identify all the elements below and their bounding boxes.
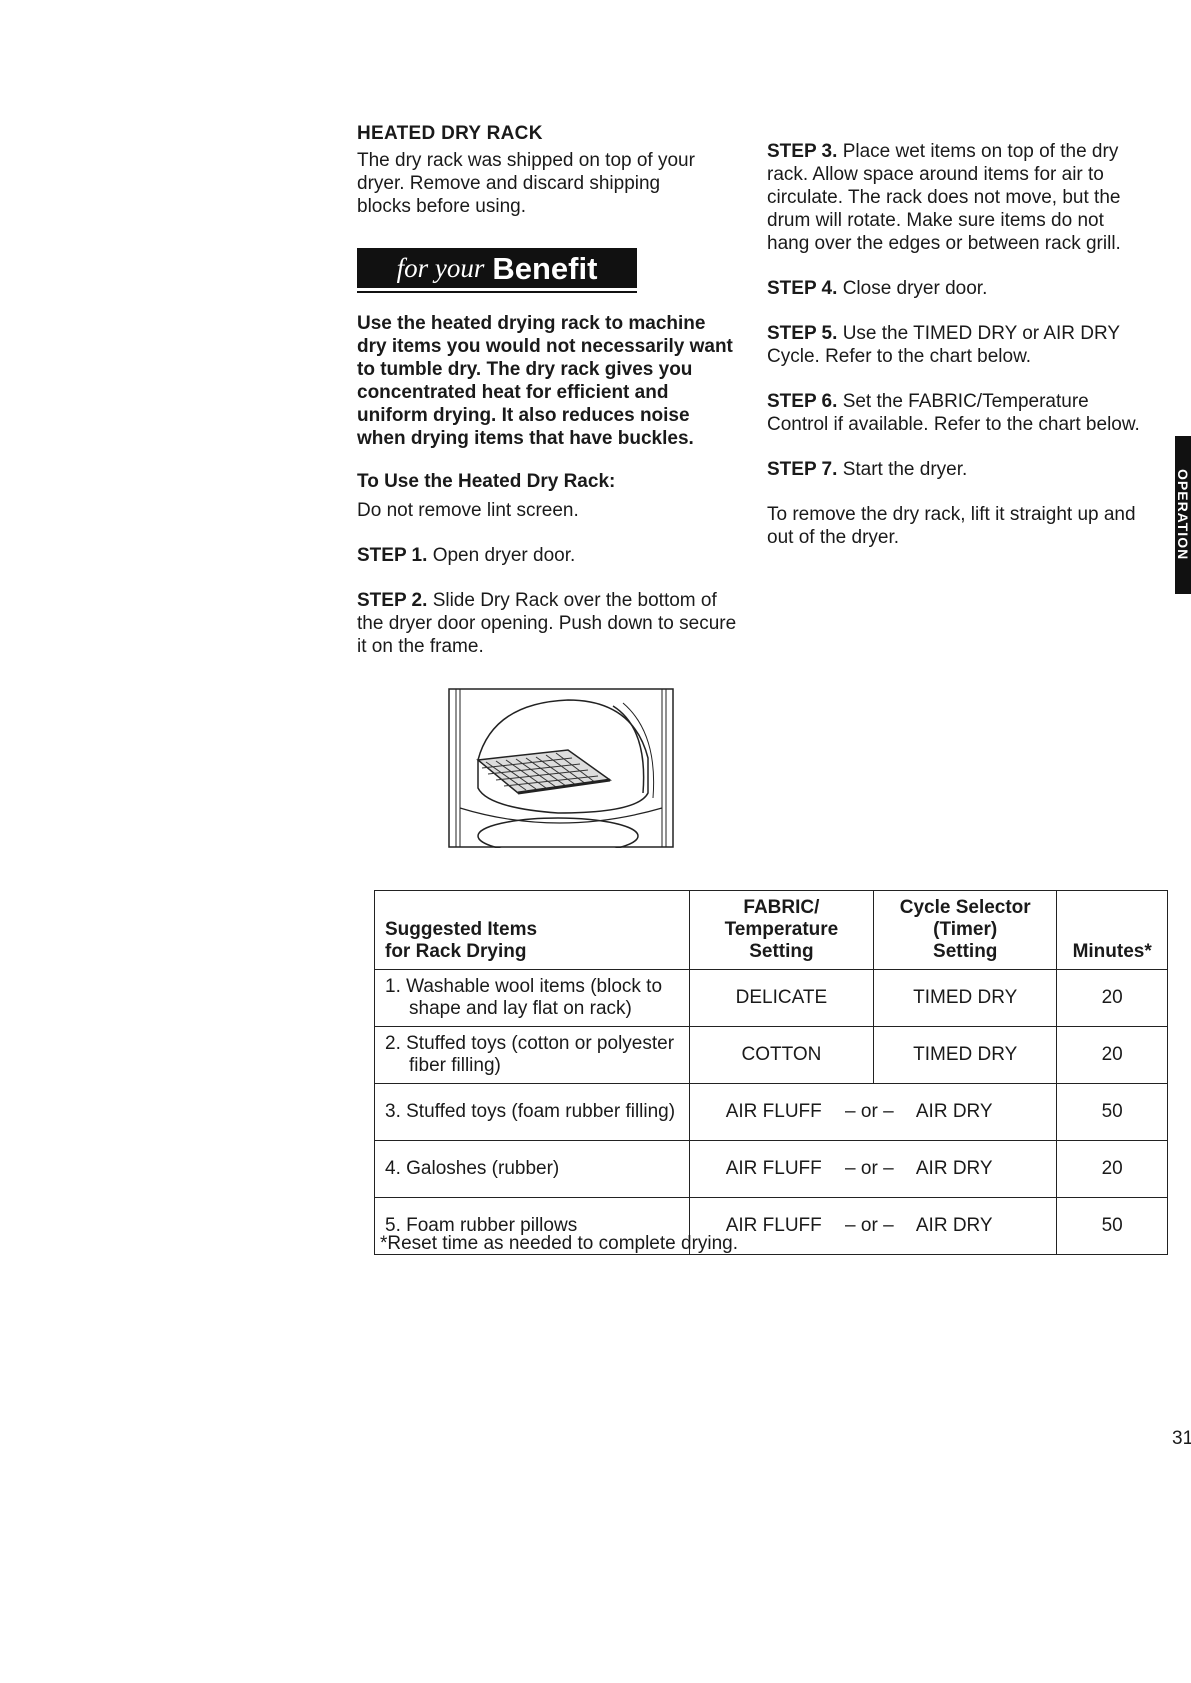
step-label: STEP 1.	[357, 545, 428, 566]
item-line2: fiber filling)	[409, 1055, 501, 1076]
header-cycle-line3: Setting	[933, 941, 998, 962]
benefit-badge: for your Benefit	[357, 248, 637, 293]
setting-b: AIR DRY	[915, 1101, 993, 1122]
page-number: 31	[1172, 1428, 1191, 1449]
setting-b: AIR DRY	[915, 1215, 993, 1236]
header-cycle-selector: Cycle Selector (Timer) Setting	[873, 890, 1058, 970]
step-text: Place wet items on top of the dry rack. …	[767, 141, 1121, 254]
or-separator: – or –	[845, 1101, 894, 1122]
fabric-cell: DELICATE	[688, 969, 875, 1027]
minutes-cell: 20	[1056, 1140, 1168, 1198]
item-line1: 2. Stuffed toys (cotton or polyester	[385, 1033, 675, 1054]
header-items-line1: Suggested Items	[385, 919, 538, 940]
benefit-text: Use the heated drying rack to machine dr…	[357, 313, 733, 449]
table-row: 5. Foam rubber pillows AIR FLUFF – or – …	[374, 1197, 1168, 1255]
minutes-cell: 20	[1056, 1026, 1168, 1084]
header-fabric-line3: Setting	[749, 941, 814, 962]
step-text: Open dryer door.	[432, 545, 576, 566]
benefit-prefix: for your	[396, 252, 485, 283]
step-5: STEP 5. Use the TIMED DRY or AIR DRY Cyc…	[767, 322, 1147, 368]
footnote: *Reset time as needed to complete drying…	[380, 1233, 739, 1254]
table-row: 4. Galoshes (rubber) AIR FLUFF – or – AI…	[374, 1140, 1168, 1198]
step-4: STEP 4. Close dryer door.	[767, 277, 1147, 300]
setting-cell: AIR FLUFF – or – AIR DRY	[688, 1083, 1058, 1141]
header-fabric-line1: FABRIC/	[743, 897, 820, 918]
table-row: 2. Stuffed toys (cotton or polyester fib…	[374, 1026, 1168, 1084]
setting-cell: AIR FLUFF – or – AIR DRY	[688, 1140, 1058, 1198]
side-tab: OPERATION	[1175, 436, 1191, 594]
header-cycle-line2: (Timer)	[933, 919, 998, 940]
dry-rack-illustration	[448, 688, 674, 848]
benefit-word: Benefit	[492, 250, 598, 286]
item-line2: shape and lay flat on rack)	[409, 998, 632, 1019]
item-cell: 4. Galoshes (rubber)	[374, 1140, 690, 1198]
step-text: Close dryer door.	[842, 278, 988, 299]
minutes-cell: 50	[1056, 1083, 1168, 1141]
header-suggested-items: Suggested Items for Rack Drying	[374, 890, 690, 970]
item-cell: 2. Stuffed toys (cotton or polyester fib…	[374, 1026, 690, 1084]
item-line1: 1. Washable wool items (block to	[385, 976, 663, 997]
step-7: STEP 7. Start the dryer.	[767, 458, 1147, 481]
item-cell: 5. Foam rubber pillows	[374, 1197, 690, 1255]
side-tab-label: OPERATION	[1175, 469, 1191, 561]
remove-text: To remove the dry rack, lift it straight…	[767, 504, 1136, 548]
setting-b: AIR DRY	[915, 1158, 993, 1179]
section-heading: HEATED DRY RACK	[357, 123, 543, 144]
setting-a: AIR FLUFF	[725, 1215, 822, 1236]
right-column: STEP 3. Place wet items on top of the dr…	[767, 140, 1147, 549]
step-label: STEP 3.	[767, 141, 838, 162]
cycle-cell: TIMED DRY	[873, 969, 1058, 1027]
step-text: Set the FABRIC/Temperature Control if av…	[767, 391, 1140, 435]
left-column: HEATED DRY RACK The dry rack was shipped…	[357, 122, 747, 658]
or-separator: – or –	[845, 1215, 894, 1236]
or-separator: – or –	[845, 1158, 894, 1179]
lint-text: Do not remove lint screen.	[357, 500, 579, 521]
step-text: Use the TIMED DRY or AIR DRY Cycle. Refe…	[767, 323, 1120, 367]
header-fabric-line2: Temperature	[724, 919, 839, 940]
setting-a: AIR FLUFF	[725, 1101, 822, 1122]
header-minutes: Minutes*	[1056, 890, 1168, 970]
fabric-cell: COTTON	[688, 1026, 875, 1084]
intro-text: The dry rack was shipped on top of your …	[357, 150, 695, 217]
step-1: STEP 1. Open dryer door.	[357, 544, 747, 567]
step-6: STEP 6. Set the FABRIC/Temperature Contr…	[767, 390, 1147, 436]
header-items-line2: for Rack Drying	[385, 941, 527, 962]
step-label: STEP 2.	[357, 590, 428, 611]
header-cycle-line1: Cycle Selector	[899, 897, 1031, 918]
rack-drying-table: Suggested Items for Rack Drying FABRIC/ …	[374, 890, 1168, 1255]
header-fabric-setting: FABRIC/ Temperature Setting	[688, 890, 875, 970]
step-label: STEP 6.	[767, 391, 838, 412]
setting-cell: AIR FLUFF – or – AIR DRY	[688, 1197, 1058, 1255]
minutes-cell: 20	[1056, 969, 1168, 1027]
item-cell: 3. Stuffed toys (foam rubber filling)	[374, 1083, 690, 1141]
step-label: STEP 4.	[767, 278, 838, 299]
table-row: 1. Washable wool items (block to shape a…	[374, 969, 1168, 1027]
use-heading: To Use the Heated Dry Rack:	[357, 471, 616, 492]
step-label: STEP 7.	[767, 459, 838, 480]
cycle-cell: TIMED DRY	[873, 1026, 1058, 1084]
setting-a: AIR FLUFF	[725, 1158, 822, 1179]
step-3: STEP 3. Place wet items on top of the dr…	[767, 140, 1147, 255]
step-2: STEP 2. Slide Dry Rack over the bottom o…	[357, 589, 747, 658]
step-text: Slide Dry Rack over the bottom of the dr…	[357, 590, 737, 657]
step-label: STEP 5.	[767, 323, 838, 344]
item-cell: 1. Washable wool items (block to shape a…	[374, 969, 690, 1027]
minutes-cell: 50	[1056, 1197, 1168, 1255]
step-text: Start the dryer.	[842, 459, 968, 480]
table-header-row: Suggested Items for Rack Drying FABRIC/ …	[374, 890, 1168, 970]
table-row: 3. Stuffed toys (foam rubber filling) AI…	[374, 1083, 1168, 1141]
